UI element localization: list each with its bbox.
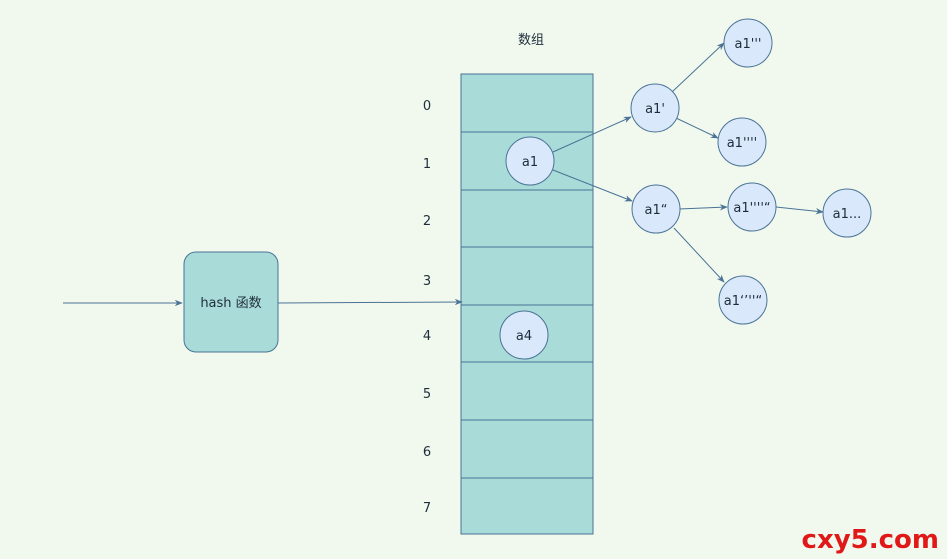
node-a1-triple-prime-circle [723,18,773,68]
array-slot-6 [460,419,594,479]
row-index-4: 4 [423,329,431,344]
array-slot-2 [460,189,594,248]
hash-function-label: hash 函数 [200,296,261,311]
node-a1-double-quote-label: a1“ [645,203,668,218]
edge-a1-double-quote-to-bottom [673,227,725,283]
hash-function-box [183,251,279,353]
node-a1-quad-prime-label: a1'''' [727,136,758,151]
array-slot-3 [460,246,594,306]
row-index-3: 3 [423,274,431,289]
node-a1-prime-circle [630,83,680,133]
node-a4-circle [499,310,549,360]
node-a4-label: a4 [516,329,532,344]
node-a1-prime-label: a1' [645,102,665,117]
array [460,73,594,535]
row-index-6: 6 [423,445,431,460]
hash-to-array-arrow [277,298,463,306]
node-a1-double-quote-circle [631,184,681,234]
row-index-7: 7 [423,501,431,516]
node-a1-bottom-circle [718,275,768,325]
node-a1-ellipsis-circle [822,188,872,238]
row-index-1: 1 [423,157,431,172]
edge-a1-to-a1-double-quote [552,169,633,202]
node-a1-bottom-label: a1‘’''“ [724,294,762,309]
edge-a1-to-a1-prime [552,116,632,153]
node-a1-triple-prime-label: a1''' [735,37,762,52]
array-slot-7 [460,477,594,535]
edge-a1-double-quote-to-chain-mid [678,204,728,211]
watermark: cxy5.com [801,525,939,555]
array-slot-5 [460,361,594,421]
edge-a1-prime-to-a1-triple-prime [671,42,725,93]
node-a1-chain-mid-circle [727,182,777,232]
row-index-0: 0 [423,99,431,114]
node-a1-circle [505,136,555,186]
row-index-5: 5 [423,387,431,402]
node-a1-quad-prime-circle [717,117,767,167]
edge-chain-mid-to-ellipsis [775,206,824,215]
row-index-2: 2 [423,214,431,229]
edge-a1-prime-to-a1-quad-prime [675,117,719,139]
node-a1-chain-mid-label: a1''''“ [733,201,770,216]
node-a1-label: a1 [522,155,538,170]
array-title: 数组 [518,33,544,48]
node-a1-ellipsis-label: a1... [833,207,862,222]
array-slot-0 [460,73,594,133]
